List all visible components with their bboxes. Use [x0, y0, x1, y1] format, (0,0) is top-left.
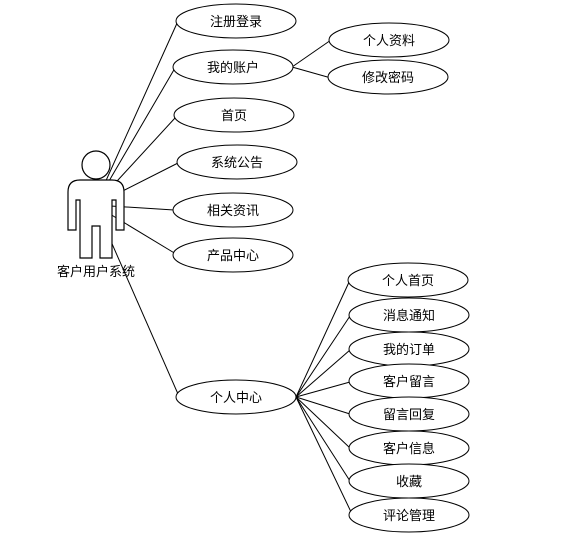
edge-center-favorites — [295, 396, 351, 482]
usecase-register-login-label: 注册登录 — [210, 15, 262, 30]
usecase-personal-info[interactable]: 个人资料 — [328, 22, 450, 58]
edge-actor-register-login — [94, 20, 179, 206]
usecase-message-notice[interactable]: 消息通知 — [348, 297, 470, 333]
edge-center-my-orders — [295, 349, 351, 398]
usecase-personal-center-label: 个人中心 — [210, 391, 262, 406]
usecase-product-center-label: 产品中心 — [207, 249, 259, 264]
usecase-related-news-label: 相关资讯 — [207, 204, 259, 219]
usecase-message-reply[interactable]: 留言回复 — [348, 396, 470, 432]
edge-center-customer-info — [295, 396, 351, 449]
actor-figure — [67, 150, 125, 259]
actor-label: 客户用户系统 — [57, 264, 135, 280]
usecase-change-password[interactable]: 修改密码 — [327, 59, 449, 95]
usecase-review-management-label: 评论管理 — [383, 509, 435, 524]
usecase-announcement[interactable]: 系统公告 — [176, 144, 298, 180]
usecase-home[interactable]: 首页 — [173, 97, 295, 133]
usecase-personal-home-label: 个人首页 — [382, 274, 434, 289]
usecase-change-password-label: 修改密码 — [362, 70, 414, 86]
edge-center-review-management — [295, 396, 353, 515]
usecase-my-orders[interactable]: 我的订单 — [348, 331, 470, 367]
usecase-customer-info[interactable]: 客户信息 — [348, 430, 470, 466]
edge-account-change-password — [291, 66, 332, 79]
usecase-my-account[interactable]: 我的账户 — [172, 49, 294, 85]
usecase-customer-info-label: 客户信息 — [383, 441, 435, 457]
usecase-register-login[interactable]: 注册登录 — [175, 3, 297, 39]
usecase-customer-message[interactable]: 客户留言 — [348, 363, 470, 399]
edge-center-message-reply — [295, 396, 351, 415]
usecase-product-center[interactable]: 产品中心 — [172, 237, 294, 273]
actor-body — [67, 179, 125, 259]
edge-center-customer-message — [295, 381, 351, 398]
usecase-related-news[interactable]: 相关资讯 — [172, 192, 294, 228]
personal-center-edges — [295, 279, 353, 515]
usecase-home-label: 首页 — [221, 109, 247, 124]
usecase-personal-center[interactable]: 个人中心 — [175, 379, 297, 415]
usecase-favorites[interactable]: 收藏 — [348, 463, 470, 499]
usecase-my-account-label: 我的账户 — [207, 60, 259, 76]
usecase-personal-home[interactable]: 个人首页 — [347, 262, 469, 298]
usecase-favorites-label: 收藏 — [396, 475, 422, 490]
usecase-announcement-label: 系统公告 — [211, 156, 263, 171]
usecase-my-orders-label: 我的订单 — [383, 342, 435, 358]
usecase-review-management[interactable]: 评论管理 — [348, 497, 470, 533]
usecase-message-reply-label: 留言回复 — [383, 408, 435, 423]
actor-head — [81, 150, 111, 180]
usecase-message-notice-label: 消息通知 — [383, 308, 435, 324]
edge-center-personal-home — [295, 279, 351, 398]
edge-center-message-notice — [295, 315, 351, 398]
edge-account-personal-info — [291, 39, 332, 68]
usecase-customer-message-label: 客户留言 — [383, 374, 435, 390]
account-edges — [291, 39, 332, 79]
usecase-personal-info-label: 个人资料 — [363, 34, 415, 49]
